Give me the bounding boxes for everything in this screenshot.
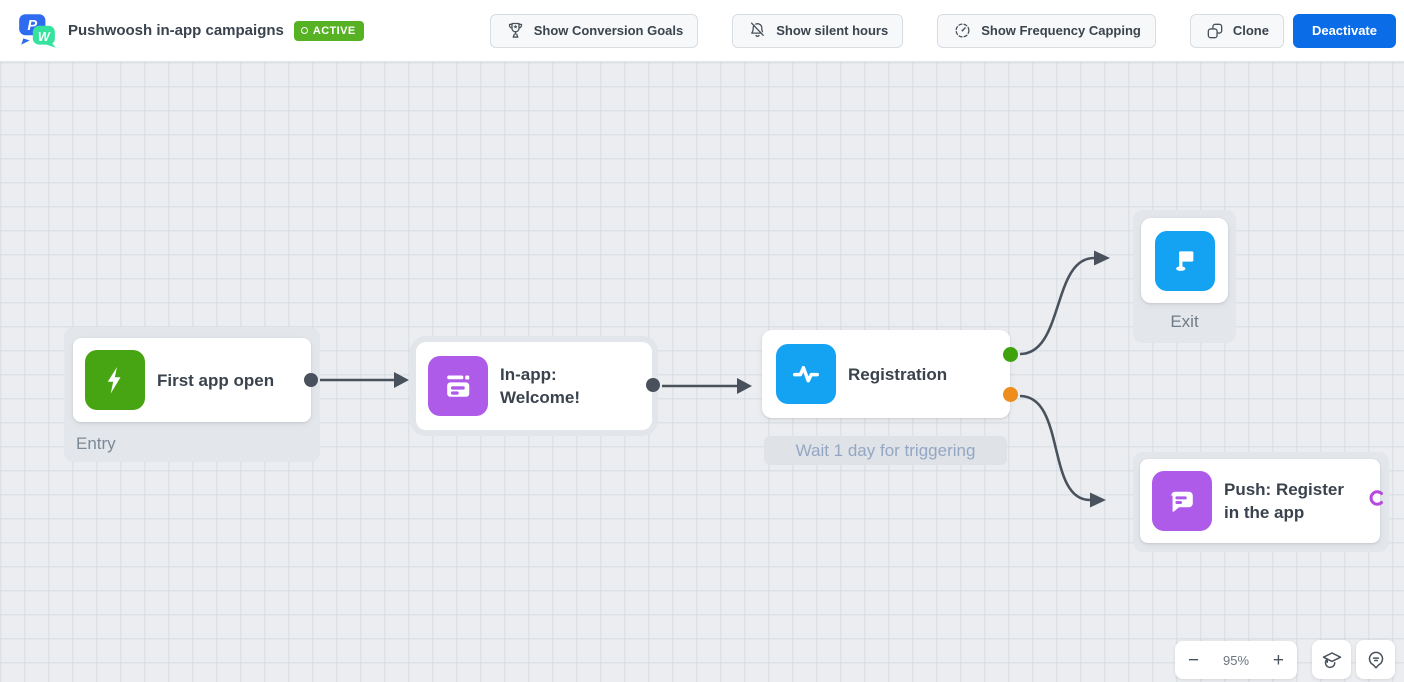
pushwoosh-logo-icon: P W xyxy=(19,13,56,48)
flag-icon xyxy=(1154,230,1215,291)
show-frequency-capping-label: Show Frequency Capping xyxy=(981,23,1141,38)
zoom-out-button[interactable]: − xyxy=(1188,649,1200,671)
push-connector-ring-icon[interactable] xyxy=(1369,490,1385,506)
inapp-message-icon xyxy=(428,356,488,416)
trophy-icon xyxy=(508,22,522,38)
bell-slash-icon xyxy=(751,22,765,37)
deactivate-label: Deactivate xyxy=(1311,23,1377,38)
registration-timeout-port[interactable] xyxy=(1003,387,1018,402)
zoom-controls: − 95% + xyxy=(1175,641,1297,679)
connector-lines xyxy=(320,250,1110,508)
deactivate-button[interactable]: Deactivate xyxy=(1292,13,1396,48)
show-silent-hours-label: Show silent hours xyxy=(776,23,889,38)
copy-icon xyxy=(1207,23,1223,38)
status-ring-icon xyxy=(300,27,308,34)
clone-button[interactable]: Clone xyxy=(1189,13,1284,48)
push-node-card[interactable]: Push: Register in the app xyxy=(1140,459,1383,543)
entry-output-port[interactable] xyxy=(304,373,318,387)
push-message-icon xyxy=(1152,471,1212,531)
show-frequency-capping-button[interactable]: Show Frequency Capping xyxy=(937,13,1156,48)
clone-label: Clone xyxy=(1232,23,1269,38)
inapp-node-title: In-app: Welcome! xyxy=(500,365,580,407)
journey-canvas[interactable]: First app open Entry In-app: Welcome! Re… xyxy=(0,62,1404,682)
wait-trigger-label[interactable]: Wait 1 day for triggering xyxy=(764,436,1007,465)
tutorial-button[interactable] xyxy=(1312,640,1351,679)
push-node-title: Push: Register in the app xyxy=(1224,480,1344,522)
activity-pulse-icon xyxy=(776,344,836,404)
svg-text:P: P xyxy=(27,17,37,33)
feedback-pin-icon xyxy=(1368,651,1383,669)
app-header: P W Pushwoosh in-app campaigns ACTIVE Sh… xyxy=(0,0,1404,62)
graduation-cap-icon xyxy=(1322,651,1341,668)
entry-group-label: Entry xyxy=(76,434,116,453)
zoom-in-button[interactable]: + xyxy=(1272,649,1284,671)
gauge-icon xyxy=(955,23,970,38)
inapp-output-port[interactable] xyxy=(646,378,660,392)
svg-text:W: W xyxy=(38,29,51,43)
registration-node-card[interactable]: Registration xyxy=(762,330,1018,418)
inapp-node-card[interactable]: In-app: Welcome! xyxy=(416,342,660,430)
exit-group-label: Exit xyxy=(1170,312,1199,331)
status-badge: ACTIVE xyxy=(293,20,364,41)
registration-node-title: Registration xyxy=(848,364,948,384)
campaign-title: Pushwoosh in-app campaigns xyxy=(68,22,284,39)
status-badge-label: ACTIVE xyxy=(312,24,356,37)
zoom-level: 95% xyxy=(1222,652,1250,668)
entry-node-title: First app open xyxy=(157,370,275,390)
exit-node-card[interactable] xyxy=(1141,218,1228,303)
lightning-icon xyxy=(85,350,145,410)
show-silent-hours-button[interactable]: Show silent hours xyxy=(732,13,904,48)
entry-node-card[interactable]: First app open xyxy=(73,338,318,422)
show-conversion-goals-button[interactable]: Show Conversion Goals xyxy=(489,13,699,48)
show-conversion-goals-label: Show Conversion Goals xyxy=(533,23,684,38)
feedback-button[interactable] xyxy=(1356,640,1395,679)
registration-success-port[interactable] xyxy=(1003,347,1018,362)
